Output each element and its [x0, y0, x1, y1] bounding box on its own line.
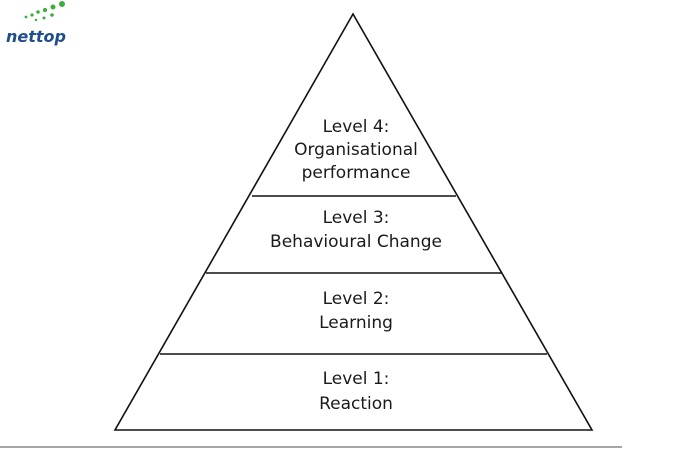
level-3-section: Level 3: Behavioural Change: [270, 208, 442, 252]
pyramid-outline: [113, 12, 594, 431]
level-3-line-1: Behavioural Change: [270, 232, 442, 252]
level-4-line-1: Organisational: [294, 140, 418, 160]
nettop-logo: nettop: [6, 1, 66, 46]
dots-icon: [24, 1, 65, 22]
level-2-title: Level 2:: [323, 289, 390, 309]
level-1-title: Level 1:: [323, 369, 390, 389]
level-4-section: Level 4: Organisational performance: [294, 117, 418, 183]
level-4-title: Level 4:: [323, 117, 390, 137]
level-2-line-1: Learning: [319, 313, 393, 333]
brand-name: nettop: [6, 27, 66, 46]
level-4-line-2: performance: [302, 163, 411, 183]
level-1-line-1: Reaction: [319, 394, 393, 414]
level-3-title: Level 3:: [323, 208, 390, 228]
level-1-section: Level 1: Reaction: [319, 369, 393, 414]
level-2-section: Level 2: Learning: [319, 289, 393, 333]
